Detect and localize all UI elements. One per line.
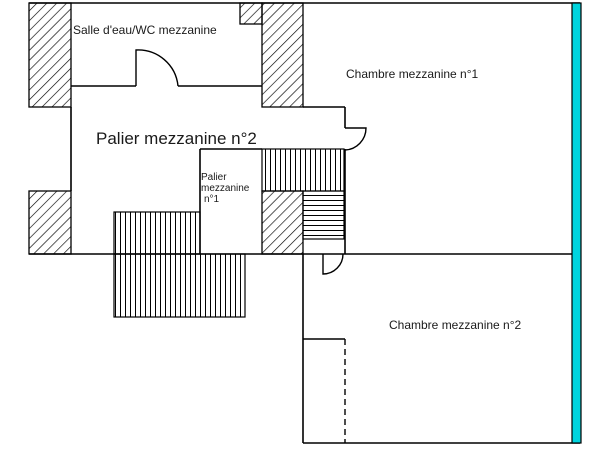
pillar-top-small	[239, 2, 263, 25]
pillar-bottom-left	[28, 190, 72, 255]
bathroom-door-swing	[135, 49, 179, 87]
stairs-lower	[113, 253, 246, 318]
room-label-bathroom: Salle d'eau/WC mezzanine	[73, 23, 217, 37]
room-label-bedroom-2: Chambre mezzanine n°2	[389, 318, 522, 332]
landing-1-line-3: n°1	[204, 194, 220, 205]
room-label-landing-2: Palier mezzanine n°2	[96, 129, 257, 148]
doors	[135, 49, 367, 275]
pillar-top-left	[28, 2, 72, 108]
bedroom2-door-swing	[322, 253, 344, 275]
bedroom1-door-swing	[344, 127, 367, 151]
pillar-top-mid	[261, 2, 304, 108]
stairs-mid	[113, 211, 201, 255]
landing-1-line-2: mezzanine	[201, 183, 250, 194]
pillar-center	[261, 190, 304, 255]
stairs	[113, 148, 345, 318]
room-label-bedroom-1: Chambre mezzanine n°1	[346, 67, 479, 81]
room-label-landing-1: Palier mezzanine n°1	[201, 172, 261, 205]
landing-1-line-1: Palier	[201, 172, 227, 183]
window-glazing	[571, 2, 582, 444]
stairs-upper-right	[261, 148, 345, 192]
hatched-pillars	[28, 2, 304, 255]
stairs-side	[302, 190, 345, 240]
